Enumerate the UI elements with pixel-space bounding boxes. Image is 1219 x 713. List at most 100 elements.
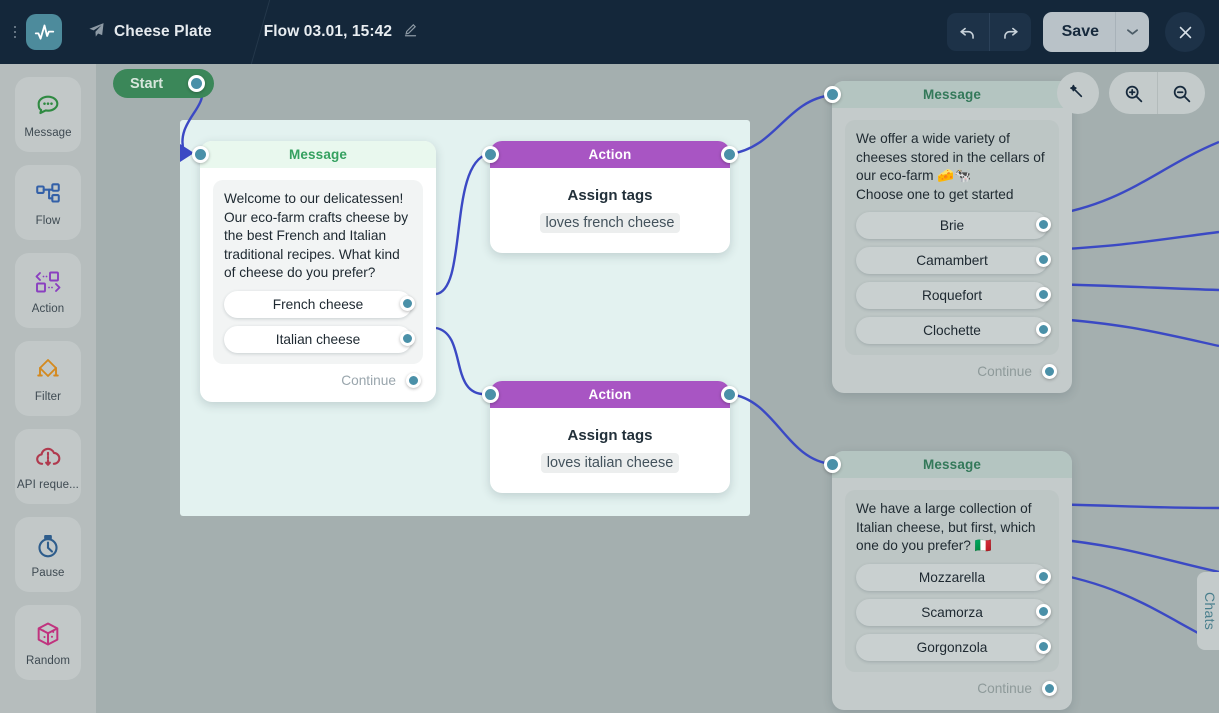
flow-canvas[interactable]: Start Message Welcome to our delicatesse… [96, 64, 1219, 713]
node-type-label: Message [288, 147, 348, 162]
sidebar-item-api-request[interactable]: API reque... [15, 429, 81, 504]
continue-output-port[interactable] [406, 372, 421, 388]
dice-icon [34, 619, 62, 649]
bot-breadcrumb[interactable]: Cheese Plate [88, 21, 212, 43]
message-bubble: We have a large collection of Italian ch… [845, 490, 1059, 672]
node-action-italian[interactable]: Action Assign tags loves italian cheese [482, 381, 738, 493]
pulse-logo-icon[interactable] [26, 14, 62, 50]
node-body: We offer a wide variety of cheeses store… [832, 108, 1072, 393]
continue-row[interactable]: Continue [845, 355, 1059, 383]
option-label: Clochette [923, 323, 981, 338]
continue-row[interactable]: Continue [213, 364, 423, 392]
node-input-port[interactable] [482, 146, 499, 163]
continue-label: Continue [977, 364, 1032, 379]
node-input-port[interactable] [192, 146, 209, 163]
node-message-italian[interactable]: Message We have a large collection of It… [824, 451, 1072, 710]
chats-tab-label: Chats [1202, 591, 1218, 631]
chevron-down-icon[interactable] [1115, 12, 1149, 52]
node-input-port[interactable] [824, 86, 841, 103]
option-output-port[interactable] [1036, 638, 1051, 654]
message-bubble: Welcome to our delicatessen! Our eco-far… [213, 180, 423, 364]
option-output-port[interactable] [400, 330, 415, 346]
magic-wand-icon[interactable] [1057, 72, 1099, 114]
node-output-port[interactable] [721, 386, 738, 403]
option-french-cheese[interactable]: French cheese [224, 290, 415, 318]
option-label: Mozzarella [918, 569, 986, 585]
undo-arrow-icon[interactable] [947, 13, 989, 51]
option-brie[interactable]: Brie [856, 212, 1051, 239]
action-tag: loves italian cheese [540, 453, 680, 473]
filter-diamond-icon [33, 355, 63, 385]
option-output-port[interactable] [1036, 287, 1051, 302]
node-message-french[interactable]: Message We offer a wide variety of chees… [824, 81, 1072, 393]
continue-label: Continue [341, 372, 396, 388]
sidebar-item-message[interactable]: Message [15, 77, 81, 152]
node-action-french[interactable]: Action Assign tags loves french cheese [482, 141, 738, 253]
stopwatch-icon [34, 531, 62, 561]
sidebar-item-label: API reque... [17, 478, 79, 491]
node-header: Message [824, 451, 1072, 478]
sidebar-item-action[interactable]: Action [15, 253, 81, 328]
option-output-port[interactable] [1036, 252, 1051, 267]
option-output-port[interactable] [1036, 322, 1051, 337]
save-button[interactable]: Save [1061, 23, 1099, 40]
node-body: Welcome to our delicatessen! Our eco-far… [200, 168, 436, 402]
node-input-port[interactable] [482, 386, 499, 403]
message-bubble: We offer a wide variety of cheeses store… [845, 120, 1059, 355]
node-body: We have a large collection of Italian ch… [832, 478, 1072, 710]
start-output-port[interactable] [188, 75, 205, 92]
node-output-port[interactable] [721, 146, 738, 163]
chats-side-tab[interactable]: Chats [1197, 572, 1219, 650]
message-text: We offer a wide variety of cheeses store… [856, 131, 1045, 202]
sidebar-item-pause[interactable]: Pause [15, 517, 81, 592]
kebab-menu-icon[interactable] [6, 25, 24, 39]
option-output-port[interactable] [1036, 568, 1051, 584]
option-italian-cheese[interactable]: Italian cheese [224, 325, 415, 353]
action-tag: loves french cheese [539, 213, 681, 233]
option-output-port[interactable] [1036, 603, 1051, 619]
sidebar-item-label: Flow [35, 214, 61, 227]
node-type-label: Message [922, 457, 982, 472]
option-mozzarella[interactable]: Mozzarella [856, 563, 1051, 591]
option-output-port[interactable] [1036, 217, 1051, 232]
chat-bubble-icon [34, 91, 62, 121]
zoom-out-icon[interactable] [1157, 72, 1205, 114]
start-node[interactable]: Start [113, 69, 214, 98]
flow-title-group: Flow 03.01, 15:42 [264, 22, 418, 42]
flow-nodes-icon [34, 179, 62, 209]
node-input-port[interactable] [824, 456, 841, 473]
breadcrumb-separator [234, 0, 260, 64]
pencil-edit-icon[interactable] [403, 22, 418, 42]
header-actions: Save [946, 12, 1219, 52]
sidebar-item-label: Action [31, 302, 65, 315]
node-type-label: Action [588, 147, 632, 162]
redo-arrow-icon[interactable] [988, 13, 1031, 51]
close-x-icon[interactable] [1165, 12, 1205, 52]
sidebar-item-filter[interactable]: Filter [15, 341, 81, 416]
zoom-controls [1109, 72, 1205, 114]
continue-output-port[interactable] [1042, 680, 1057, 696]
zoom-in-icon[interactable] [1109, 72, 1157, 114]
option-label: Gorgonzola [916, 639, 988, 655]
option-output-port[interactable] [400, 295, 415, 311]
node-body: Assign tags loves french cheese [490, 187, 730, 233]
option-camambert[interactable]: Camambert [856, 247, 1051, 274]
node-message-welcome[interactable]: Message Welcome to our delicatessen! Our… [192, 141, 436, 402]
sidebar-item-random[interactable]: Random [15, 605, 81, 680]
node-type-label: Action [588, 387, 632, 402]
save-button-group: Save [1042, 12, 1149, 52]
option-gorgonzola[interactable]: Gorgonzola [856, 633, 1051, 661]
sidebar-item-flow[interactable]: Flow [15, 165, 81, 240]
continue-output-port[interactable] [1042, 364, 1057, 379]
undo-redo-group [946, 13, 1031, 51]
option-roquefort[interactable]: Roquefort [856, 282, 1051, 309]
telegram-paper-plane-icon [88, 21, 105, 43]
message-text: We have a large collection of Italian ch… [856, 501, 1036, 553]
canvas-toolbar [1057, 72, 1205, 114]
continue-row[interactable]: Continue [845, 672, 1059, 700]
sidebar-item-label: Pause [31, 566, 65, 579]
option-clochette[interactable]: Clochette [856, 317, 1051, 344]
page-title: Flow 03.01, 15:42 [263, 23, 393, 40]
option-scamorza[interactable]: Scamorza [856, 598, 1051, 626]
